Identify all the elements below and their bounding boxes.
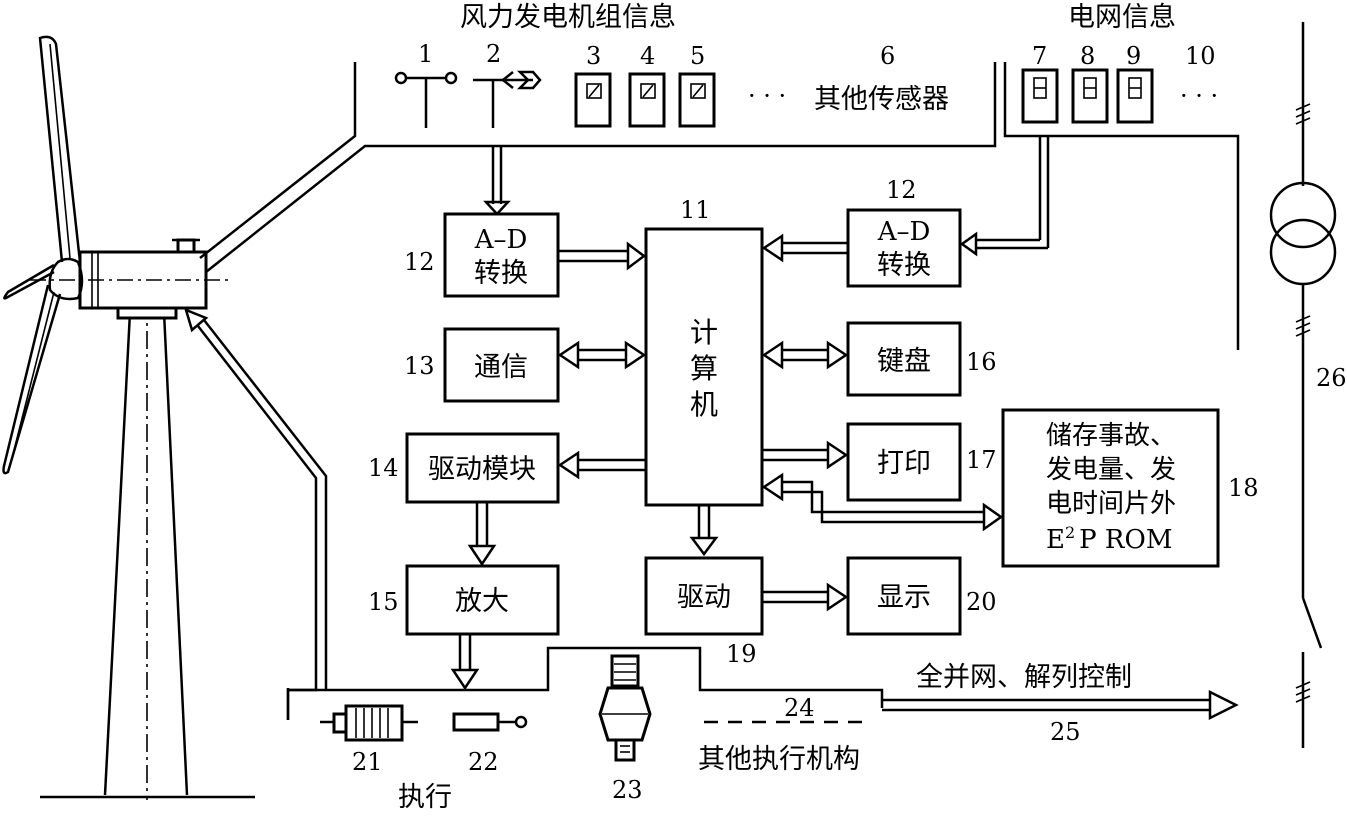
grid-line-number: 26 — [1316, 364, 1347, 392]
display-label: 显示 — [877, 582, 931, 613]
sensor-dots-left: · · · — [748, 82, 786, 110]
sensor-number-2: 2 — [486, 40, 501, 68]
grid-control-label: 全并网、解列控制 — [916, 662, 1132, 693]
drive-block: 驱动 — [644, 556, 764, 636]
ad-right-number: 12 — [886, 176, 917, 204]
communication-block: 通信 — [443, 327, 560, 403]
grid-sensor-9 — [1116, 68, 1154, 124]
sensor-wind-vane — [473, 70, 542, 128]
storage-line2: 发电量、发 — [1046, 455, 1176, 485]
drive-number: 19 — [726, 640, 757, 668]
ad-converter-left: A–D 转换 — [443, 212, 560, 298]
turbine-info-header: 风力发电机组信息 — [460, 2, 676, 33]
other-actuators-label: 其他执行机构 — [698, 744, 860, 775]
storage-line3: 电时间片外 — [1046, 489, 1176, 519]
storage-prom: P ROM — [1079, 525, 1172, 555]
keyboard-number: 16 — [966, 348, 997, 376]
sensor-number-4: 4 — [640, 42, 655, 70]
amplify-block: 放大 — [405, 564, 560, 636]
grid-line — [1269, 22, 1337, 748]
drive-label: 驱动 — [677, 582, 731, 613]
ad-left-line2: 转换 — [474, 258, 528, 289]
transformer-icon-lower — [1269, 218, 1337, 286]
computer-char-1: 计 — [690, 316, 718, 349]
transformer-icon-upper — [1269, 181, 1337, 249]
sensor-number-6: 6 — [880, 42, 895, 70]
hydraulic-unit-icon-23 — [598, 654, 652, 762]
ad-right-line1: A–D — [877, 217, 931, 247]
grid-sensor-7 — [1021, 68, 1059, 124]
ad-converter-right: A–D 转换 — [846, 208, 962, 288]
actuator-number-24: 24 — [784, 694, 815, 722]
solenoid-icon-22 — [452, 712, 528, 732]
computer-number: 11 — [680, 196, 711, 224]
print-number: 17 — [966, 446, 997, 474]
sensor-bus-lines — [199, 62, 1240, 350]
turbine-nacelle — [30, 238, 230, 320]
other-sensors-label: 其他传感器 — [814, 84, 949, 115]
wind-turbine-graphic — [2, 35, 255, 800]
ad-left-line1: A–D — [474, 225, 528, 255]
computer-block: 计 算 机 — [644, 227, 764, 507]
actuator-number-23: 23 — [612, 776, 643, 804]
sensor-number-7: 7 — [1032, 42, 1047, 70]
drive-module-number: 14 — [368, 454, 399, 482]
computer-char-3: 机 — [690, 388, 718, 421]
print-label: 打印 — [877, 448, 931, 479]
storage-e: E — [1046, 525, 1065, 555]
storage-line1: 储存事故、 — [1046, 421, 1176, 451]
sensor-number-10: 10 — [1185, 42, 1216, 70]
keyboard-block: 键盘 — [846, 321, 962, 397]
keyboard-label: 键盘 — [877, 346, 931, 377]
amplify-number: 15 — [368, 588, 399, 616]
display-block: 显示 — [846, 556, 962, 636]
ad-right-line2: 转换 — [877, 250, 931, 281]
execute-label: 执行 — [398, 782, 452, 813]
sensor-number-5: 5 — [690, 42, 705, 70]
storage-sup: 2 — [1065, 523, 1075, 542]
grid-control-number: 25 — [1050, 718, 1081, 746]
sensor-number-3: 3 — [586, 42, 601, 70]
print-block: 打印 — [846, 422, 962, 502]
grid-info-header: 电网信息 — [1068, 2, 1176, 33]
sensor-box-4 — [628, 72, 666, 128]
sensor-number-9: 9 — [1126, 42, 1141, 70]
drive-module-label: 驱动模块 — [428, 454, 536, 485]
motor-icon-21 — [320, 704, 418, 742]
sensor-box-3 — [574, 72, 612, 128]
actuator-bus — [286, 646, 1239, 721]
display-number: 20 — [966, 588, 997, 616]
grid-sensor-8 — [1071, 68, 1109, 124]
sensor-anemometer — [394, 71, 458, 128]
sensor-number-1: 1 — [418, 40, 433, 68]
sensor-box-5 — [678, 72, 716, 128]
sensor-number-8: 8 — [1080, 42, 1095, 70]
actuator-number-21: 21 — [352, 748, 383, 776]
grid-switch-icon — [1301, 597, 1323, 649]
block-arrows — [450, 233, 1004, 691]
sensor-dots-right: · · · — [1180, 82, 1218, 110]
drive-module-block: 驱动模块 — [405, 432, 560, 504]
turbine-rotor — [2, 35, 84, 475]
communication-label: 通信 — [474, 352, 528, 383]
actuator-number-22: 22 — [468, 748, 499, 776]
ad-left-number: 12 — [404, 248, 435, 276]
feedback-path — [184, 307, 328, 720]
turbine-tower — [40, 300, 255, 800]
storage-number: 18 — [1228, 474, 1259, 502]
computer-char-2: 算 — [690, 352, 718, 385]
amplify-label: 放大 — [455, 586, 509, 617]
communication-number: 13 — [404, 352, 435, 380]
